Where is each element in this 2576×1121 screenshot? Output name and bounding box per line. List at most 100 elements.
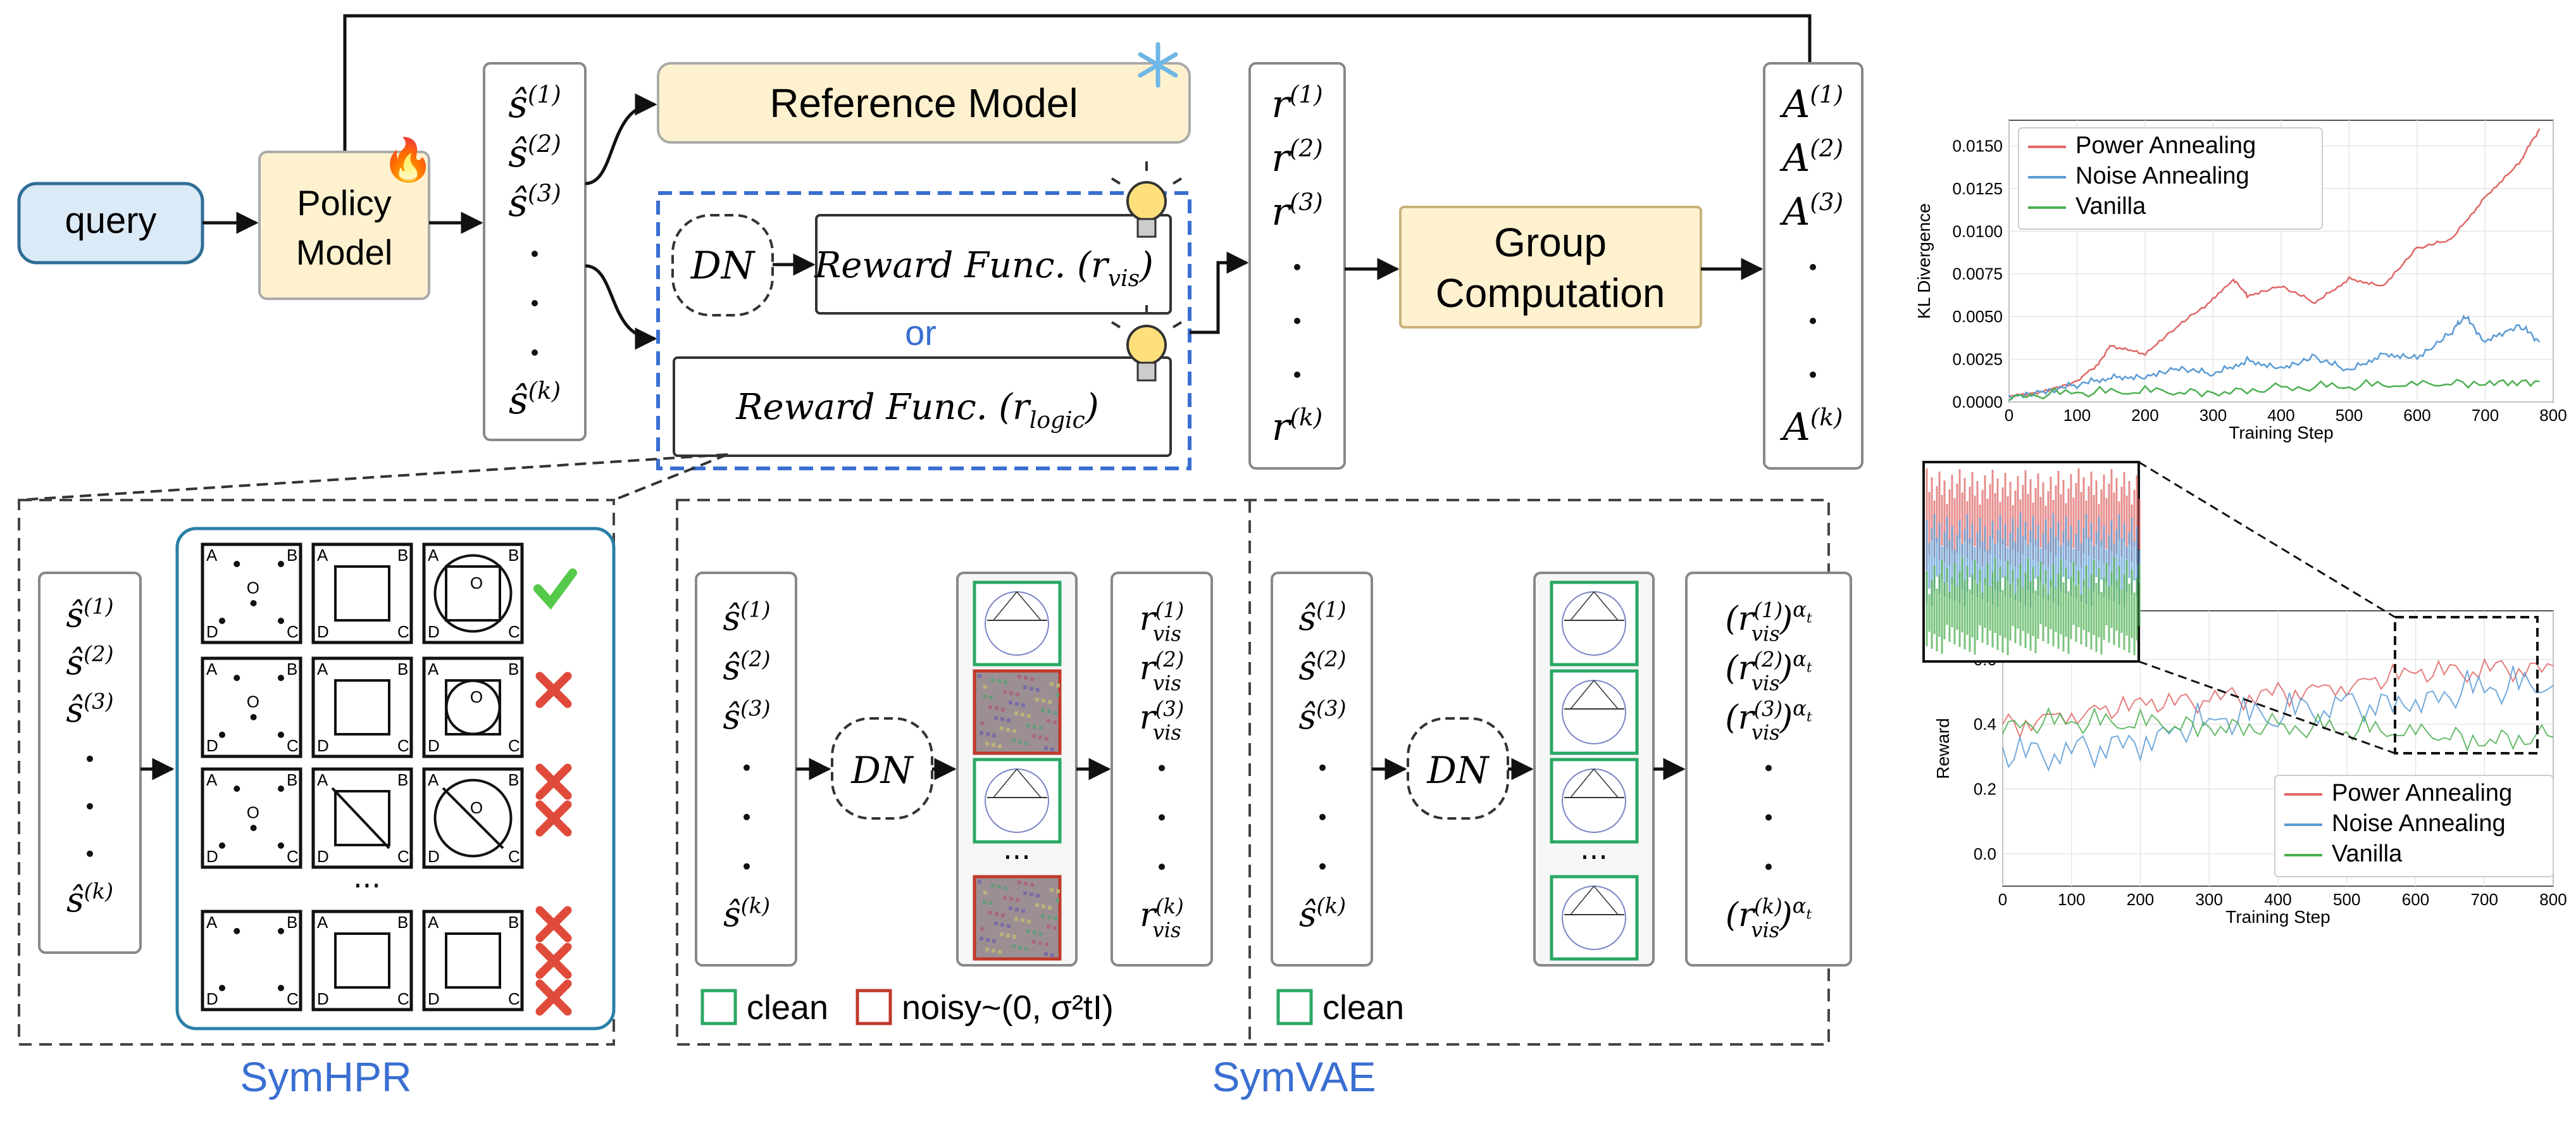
corner-label: B — [508, 770, 519, 789]
reward-dot — [1294, 318, 1300, 324]
series-line — [2002, 658, 2554, 739]
corner-label: B — [397, 913, 408, 932]
x-tick-label: 600 — [2403, 406, 2430, 425]
corner-label: A — [206, 546, 218, 565]
cross-icon — [535, 906, 572, 943]
advantage-dot — [1810, 264, 1816, 270]
vae-l-reward-item: r(1)vis — [1140, 598, 1185, 646]
advantage-dot — [1810, 318, 1816, 324]
reward-vis-label: Reward Func. (rvis) — [814, 245, 1154, 292]
corner-label: A — [428, 770, 439, 789]
check-icon — [533, 568, 577, 610]
corner-label: D — [206, 989, 218, 1008]
x-tick-label: 100 — [2063, 406, 2091, 425]
or-label: or — [905, 313, 936, 353]
cross-icon — [535, 763, 572, 800]
y-tick-label: 0.0100 — [1952, 222, 2003, 241]
advantages-list: A(1)A(2)A(3)A(k) — [1779, 80, 1843, 449]
series-line — [2008, 379, 2540, 401]
corner-label: B — [287, 660, 297, 679]
advantage-dot — [1810, 372, 1816, 378]
corner-label: O — [247, 579, 259, 598]
reference-model-box — [657, 62, 1191, 144]
corner-label: B — [397, 770, 408, 789]
vae-r-sample-item: ŝ(k) — [1299, 893, 1346, 934]
symhpr-samples-list: ŝ(1)ŝ(2)ŝ(3)ŝ(k) — [66, 594, 113, 920]
corner-label: O — [470, 687, 483, 706]
sample-dot — [532, 251, 538, 257]
legend — [2018, 127, 2323, 230]
x-tick-label: 0 — [2005, 406, 2013, 425]
sample-item: ŝ(2) — [508, 130, 561, 176]
corner-label: C — [397, 847, 409, 866]
reference-model-label: Reference Model — [769, 80, 1078, 126]
corner-label: A — [428, 913, 439, 932]
reward-dot — [1294, 264, 1300, 270]
corner-label: O — [470, 798, 483, 817]
y-tick-label: 0.0000 — [1952, 392, 2003, 411]
corner-label: B — [397, 546, 408, 565]
vae-right-dn-label: DN — [1426, 749, 1490, 792]
clean-image — [1550, 758, 1639, 844]
legend-label: Vanilla — [2075, 193, 2146, 220]
cross-icon — [535, 800, 572, 837]
reward-logic-label: Reward Func. (rlogic) — [735, 387, 1098, 434]
symhpr-samples-column — [38, 572, 142, 954]
corner-label: B — [508, 913, 519, 932]
vae-left-samples-list: ŝ(1)ŝ(2)ŝ(3)ŝ(k) — [723, 597, 770, 934]
legend-label: Noise Annealing — [2075, 163, 2249, 189]
corner-label: D — [206, 736, 218, 755]
group-label-2: Computation — [1436, 270, 1665, 316]
corner-label: A — [317, 913, 328, 932]
vae-l-reward-dot — [1159, 863, 1165, 870]
vae-left-dn-label: DN — [850, 749, 914, 792]
y-tick-label: 0.0075 — [1952, 265, 2003, 284]
series-line — [2002, 665, 2554, 772]
hpr-sample-item: ŝ(1) — [66, 594, 113, 635]
vae-l-sample-dot — [744, 813, 750, 820]
corner-label: A — [317, 546, 328, 565]
sample-item: ŝ(k) — [509, 377, 561, 423]
query-label: query — [65, 200, 156, 241]
reward-item: r(2) — [1271, 134, 1322, 180]
x-tick-label: 500 — [2333, 890, 2360, 909]
corner-label: D — [317, 847, 329, 866]
advantage-item: A(k) — [1780, 403, 1843, 449]
vae-r-sample-item: ŝ(3) — [1298, 696, 1346, 737]
legend-clean-label: clean — [747, 989, 828, 1027]
feedback-line — [343, 14, 1812, 155]
x-tick-label: 200 — [2127, 890, 2154, 909]
x-tick-label: 200 — [2131, 406, 2158, 425]
vae-r-sample-dot — [1319, 813, 1326, 820]
policy-label-2: Model — [296, 232, 393, 272]
corner-label: A — [428, 660, 439, 679]
legend-label: Noise Annealing — [2332, 810, 2506, 837]
legend-clean-swatch — [700, 989, 737, 1025]
vae-r-reward-item: (r(3)vis)αt — [1725, 696, 1812, 744]
x-tick-label: 700 — [2472, 406, 2499, 425]
fire-icon: 🔥 — [382, 135, 434, 184]
corner-label: A — [428, 546, 439, 565]
legend-noisy-label: noisy~(0, σ²tI) — [902, 989, 1114, 1027]
hpr-sample-item: ŝ(2) — [66, 641, 113, 682]
hpr-cell: A B D C — [311, 767, 413, 869]
clean-image — [973, 758, 1062, 844]
corner-label: D — [428, 622, 440, 641]
policy-label-1: Policy — [297, 183, 391, 223]
zoom-inset — [1922, 461, 2141, 663]
corner-label: C — [508, 989, 520, 1008]
vae-l-sample-dot — [744, 863, 750, 870]
images-ellipsis: ··· — [1003, 840, 1031, 874]
corner-label: D — [317, 736, 329, 755]
corner-label: B — [287, 546, 297, 565]
corner-label: A — [317, 770, 328, 789]
y-axis-label: Reward — [1933, 718, 1953, 779]
